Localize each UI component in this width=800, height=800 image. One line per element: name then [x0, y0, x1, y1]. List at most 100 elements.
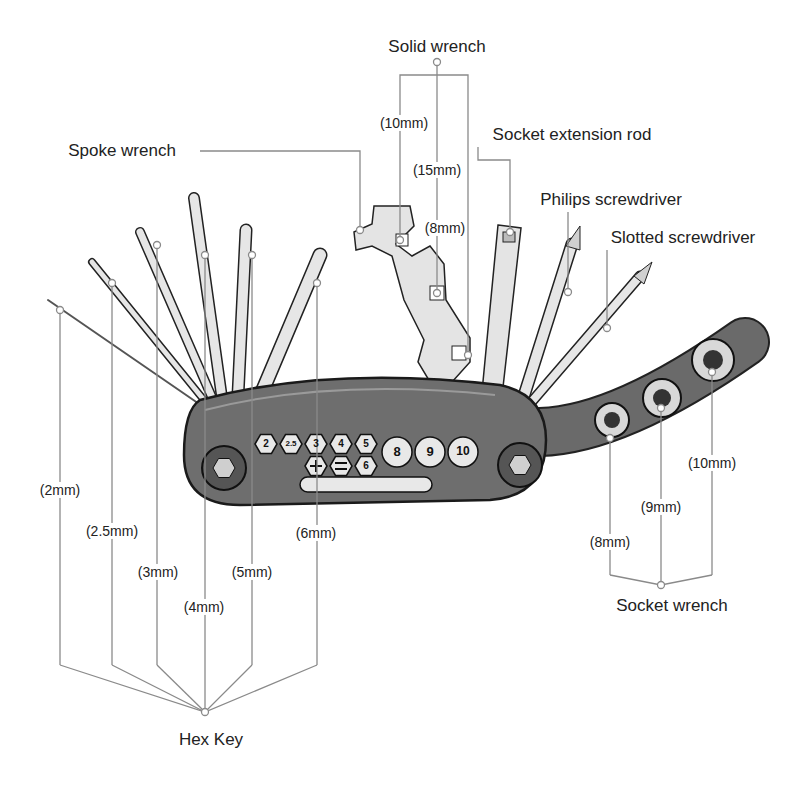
body-highlight — [205, 389, 495, 410]
slotted-tip — [634, 262, 652, 284]
size-marking: 2 — [263, 438, 269, 450]
hex-key-5mm-outline — [238, 230, 246, 395]
leader-dot — [434, 290, 441, 297]
leader-dot — [249, 252, 256, 259]
size-badge — [415, 437, 445, 467]
pivot-bolt — [498, 443, 542, 487]
leader-line — [660, 408, 661, 585]
callout-label: (9mm) — [639, 499, 683, 515]
leader-dot — [658, 582, 665, 589]
hex-key-6mm-outline — [262, 255, 320, 392]
socket-hole — [703, 350, 723, 370]
size-badge — [305, 457, 327, 476]
socket-hole — [604, 412, 620, 428]
callout-label: (6mm) — [294, 525, 338, 541]
hex-key-2-5mm — [92, 262, 208, 405]
socket-9mm — [643, 379, 681, 417]
hex-key-3mm-outline — [140, 232, 214, 402]
socket-8mm — [595, 403, 629, 437]
leader-line — [567, 212, 568, 292]
body-slot — [300, 477, 432, 492]
socket-arm-outline — [540, 342, 745, 432]
callout-label: Philips screwdriver — [538, 190, 684, 210]
leader-line — [251, 255, 252, 665]
leader-dot — [465, 352, 472, 359]
leader-line — [436, 75, 437, 293]
size-badge — [448, 437, 478, 467]
callout-label: Hex Key — [177, 730, 245, 750]
callout-label: Solid wrench — [386, 37, 487, 57]
size-marking: 8 — [393, 445, 400, 460]
leader-line — [316, 283, 317, 665]
leader-line — [156, 245, 157, 665]
leader-line — [606, 250, 607, 328]
leader-line — [111, 283, 112, 665]
size-badge — [280, 435, 302, 454]
callout-label: Socket wrench — [614, 596, 730, 616]
hex-keys — [48, 198, 320, 408]
leader-line — [157, 665, 205, 712]
size-marking: 10 — [456, 445, 469, 459]
size-badge — [255, 435, 277, 454]
size-badge — [355, 457, 377, 476]
leader-line — [711, 372, 712, 575]
hex-key-2-5mm-outline — [92, 262, 208, 405]
size-badge — [355, 435, 377, 454]
callout-label: Slotted screwdriver — [609, 228, 758, 248]
callout-label: (8mm) — [423, 220, 467, 236]
leader-line — [60, 665, 317, 712]
leader-line — [204, 255, 205, 712]
size-badge — [305, 435, 327, 454]
leader-line — [609, 438, 610, 575]
leader-dot — [709, 369, 716, 376]
socket-arm — [540, 342, 745, 432]
size-badge — [330, 435, 352, 454]
size-marking: 2.5 — [285, 439, 296, 448]
leader-dot — [154, 242, 161, 249]
leader-dot — [565, 289, 572, 296]
leader-dot — [109, 280, 116, 287]
leader-line — [478, 147, 510, 232]
pivot-hex — [509, 456, 531, 475]
spoke-wrench — [354, 206, 470, 382]
size-badge — [330, 457, 352, 476]
callout-label: (15mm) — [411, 162, 463, 178]
leader-line — [112, 665, 252, 712]
slotted-symbol — [335, 468, 347, 470]
leader-line — [200, 151, 360, 230]
callout-label: (3mm) — [136, 564, 180, 580]
hex-key-4mm — [194, 198, 222, 398]
callout-label: Socket extension rod — [491, 125, 654, 145]
callout-label: (5mm) — [230, 564, 274, 580]
tool-body — [184, 378, 546, 505]
leader-dot — [357, 227, 364, 234]
hex-key-3mm — [140, 232, 214, 402]
callout-label: (8mm) — [588, 534, 632, 550]
callout-label: (2mm) — [38, 482, 82, 498]
leader-dot — [202, 252, 209, 259]
callout-label: (10mm) — [378, 115, 430, 131]
leader-dot — [434, 59, 441, 66]
leader-dot — [658, 405, 665, 412]
screwdriver-symbols — [310, 460, 347, 472]
leader-dot — [604, 325, 611, 332]
leader-dot — [607, 435, 614, 442]
size-badges — [255, 435, 478, 476]
leader-dot — [57, 307, 64, 314]
size-marking: 5 — [363, 438, 369, 450]
slotted-symbol — [335, 462, 347, 464]
hex-key-6mm — [262, 255, 320, 392]
callout-label: (2.5mm) — [84, 523, 140, 539]
pivot-hex — [213, 459, 235, 478]
callout-label: (4mm) — [182, 599, 226, 615]
leader-dot — [397, 237, 404, 244]
size-marking: 3 — [313, 438, 319, 450]
socket-10mm — [692, 339, 734, 381]
hex-key-4mm-outline — [194, 198, 222, 398]
size-marking: 4 — [338, 438, 344, 450]
wrench-hole — [396, 234, 408, 246]
size-marking: 6 — [363, 460, 369, 472]
leader-dot — [202, 709, 209, 716]
